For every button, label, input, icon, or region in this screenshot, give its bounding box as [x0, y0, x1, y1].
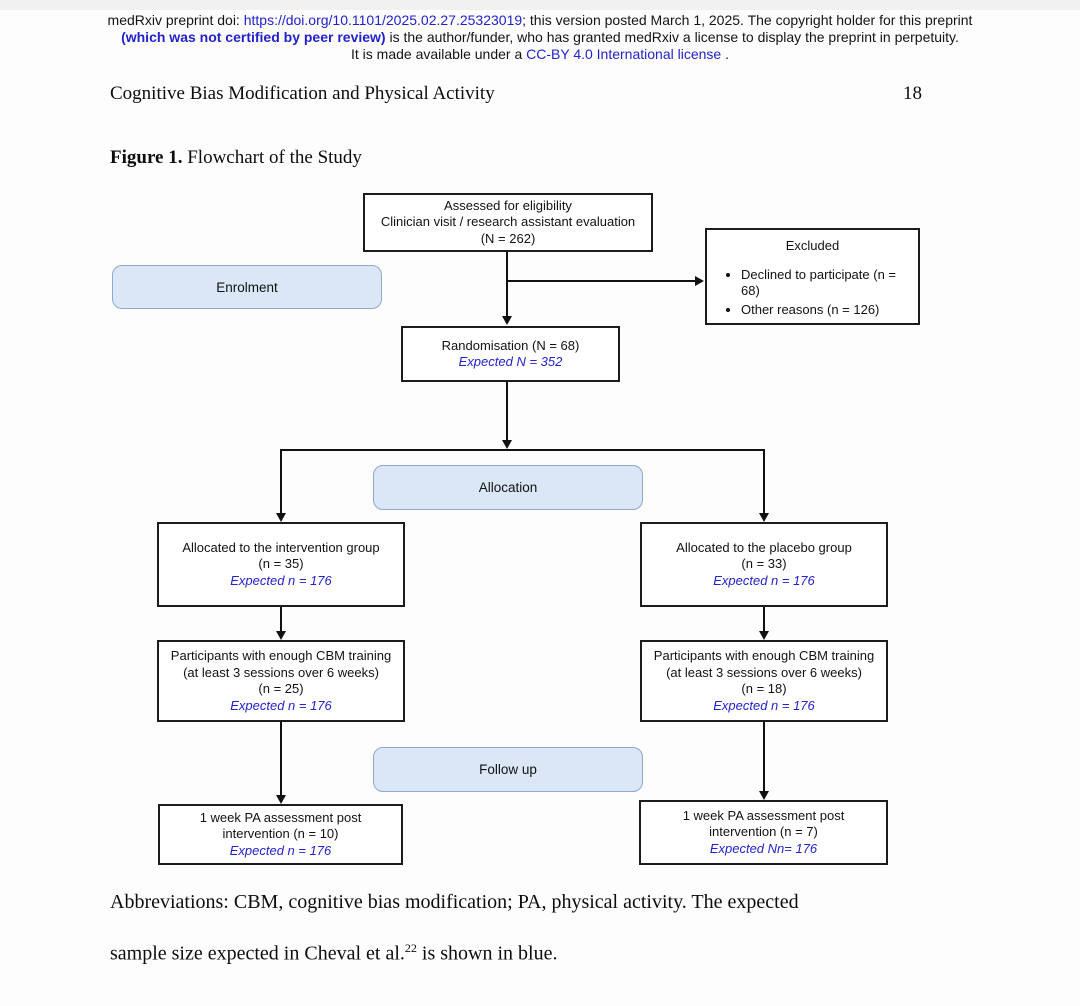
box-alloc-intervention: Allocated to the intervention group (n =…: [157, 522, 405, 607]
license-link[interactable]: CC-BY 4.0 International license: [526, 46, 722, 62]
cbm-intervention-line-3: (n = 25): [258, 681, 304, 696]
followup-intervention-expected: Expected n = 176: [229, 842, 332, 858]
connector-assessed-to-randomisation: [506, 252, 508, 317]
doi-link[interactable]: https://doi.org/10.1101/2025.02.27.25323…: [243, 12, 523, 28]
figure-caption: Figure 1. Flowchart of the Study: [110, 147, 362, 169]
followup-intervention-line-1: 1 week PA assessment post: [199, 809, 362, 825]
excluded-title: Excluded: [785, 238, 840, 253]
cbm-placebo-line-2: (at least 3 sessions over 6 weeks): [666, 664, 862, 680]
box-cbm-intervention: Participants with enough CBM training (a…: [157, 640, 405, 722]
running-head-title: Cognitive Bias Modification and Physical…: [110, 83, 495, 104]
box-cbm-placebo: Participants with enough CBM training (a…: [640, 640, 888, 722]
followup-placebo-expected: Expected Nn= 176: [709, 840, 818, 856]
running-head: Cognitive Bias Modification and Physical…: [110, 83, 922, 105]
page-number: 18: [903, 83, 922, 104]
alloc-intervention-line-2: (n = 35): [258, 556, 304, 572]
arrowhead-into-followup-intervention: [276, 795, 286, 804]
connector-junction-to-intervention: [280, 449, 282, 513]
arrowhead-into-followup-placebo: [759, 791, 769, 800]
banner-line1-suffix: ; this version posted March 1, 2025. The…: [522, 12, 973, 28]
top-strip: [0, 0, 1080, 10]
arrowhead-into-alloc-placebo: [759, 513, 769, 522]
stage-pill-allocation: Allocation: [373, 465, 643, 510]
alloc-placebo-expected: Expected n = 176: [713, 572, 815, 588]
box-excluded: Excluded Declined to participate (n = 68…: [705, 228, 920, 325]
stage-label-enrolment: Enrolment: [216, 279, 278, 295]
abbreviations-line-1: Abbreviations: CBM, cognitive bias modif…: [110, 891, 990, 914]
banner-line-2: (which was not certified by peer review)…: [0, 29, 1080, 46]
abbreviations-line2-prefix: sample size expected in Cheval et al.: [110, 942, 405, 965]
alloc-intervention-line-1: Allocated to the intervention group: [182, 539, 380, 555]
banner-line3-suffix: .: [721, 46, 729, 62]
arrowhead-into-cbm-placebo: [759, 631, 769, 640]
cbm-placebo-expected: Expected n = 176: [713, 697, 815, 713]
banner-line3-prefix: It is made available under a: [351, 46, 527, 62]
citation-superscript: 22: [404, 941, 417, 955]
connector-junction-to-placebo: [763, 449, 765, 513]
alloc-intervention-expected: Expected n = 176: [230, 572, 332, 588]
figure-caption-label: Figure 1.: [110, 147, 183, 168]
assessed-line-2: Clinician visit / research assistant eva…: [380, 214, 636, 230]
preprint-banner: medRxiv preprint doi: https://doi.org/10…: [0, 12, 1080, 63]
cbm-placebo-line-1: Participants with enough CBM training: [653, 648, 875, 663]
excluded-bullet-declined: Declined to participate (n = 68): [741, 267, 910, 300]
stage-label-followup: Follow up: [479, 762, 537, 777]
stage-pill-followup: Follow up: [373, 747, 643, 792]
banner-line-1: medRxiv preprint doi: https://doi.org/10…: [0, 12, 1080, 29]
assessed-line-3: (N = 262): [480, 230, 536, 246]
box-alloc-placebo: Allocated to the placebo group (n = 33) …: [640, 522, 888, 607]
connector-alloc-to-cbm-placebo: [763, 607, 765, 632]
randomisation-line-1: Randomisation (N = 68): [441, 337, 580, 353]
connector-alloc-to-cbm-intervention: [280, 607, 282, 632]
cbm-placebo-line-3: (n = 18): [741, 681, 787, 696]
box-assessed-eligibility: Assessed for eligibility Clinician visit…: [363, 193, 653, 252]
followup-placebo-line-1: 1 week PA assessment post: [682, 807, 845, 823]
banner-line-3: It is made available under a CC-BY 4.0 I…: [0, 46, 1080, 63]
randomisation-expected: Expected N = 352: [458, 354, 563, 369]
cbm-intervention-line-1: Participants with enough CBM training: [170, 648, 392, 663]
arrowhead-into-junction: [502, 440, 512, 449]
followup-placebo-line-2: intervention (n = 7): [709, 824, 818, 840]
followup-intervention-line-2: intervention (n = 10): [222, 826, 339, 842]
connector-cbm-to-followup-intervention: [280, 722, 282, 796]
alloc-placebo-line-2: (n = 33): [741, 556, 787, 572]
arrowhead-into-cbm-intervention: [276, 631, 286, 640]
connector-cbm-to-followup-placebo: [763, 722, 765, 792]
excluded-bullet-list: Declined to participate (n = 68) Other r…: [711, 267, 914, 321]
abbreviations-line-2: sample size expected in Cheval et al.22 …: [110, 941, 990, 966]
banner-line1-prefix: medRxiv preprint doi:: [107, 12, 244, 28]
abbreviations-text: Abbreviations: CBM, cognitive bias modif…: [110, 891, 799, 913]
stage-pill-enrolment: Enrolment: [112, 265, 382, 309]
stage-label-allocation: Allocation: [478, 480, 538, 495]
box-randomisation: Randomisation (N = 68) Expected N = 352: [401, 326, 620, 382]
figure-caption-text: Flowchart of the Study: [182, 147, 362, 168]
assessed-line-1: Assessed for eligibility: [444, 197, 572, 213]
connector-randomisation-to-junction: [506, 382, 508, 440]
peer-review-notice: (which was not certified by peer review): [121, 29, 386, 45]
alloc-placebo-line-1: Allocated to the placebo group: [676, 539, 852, 555]
cbm-intervention-expected: Expected n = 176: [230, 697, 332, 713]
arrowhead-into-alloc-intervention: [276, 513, 286, 522]
box-followup-intervention: 1 week PA assessment post intervention (…: [158, 804, 403, 865]
connector-to-excluded: [507, 280, 696, 282]
box-followup-placebo: 1 week PA assessment post intervention (…: [639, 800, 888, 865]
abbreviations-line2-suffix: is shown in blue.: [416, 942, 558, 965]
junction-line-allocation: [280, 449, 765, 451]
banner-line2-rest: is the author/funder, who has granted me…: [385, 29, 959, 45]
arrowhead-into-randomisation: [502, 316, 512, 325]
arrowhead-into-excluded: [695, 276, 704, 286]
excluded-bullet-other: Other reasons (n = 126): [741, 302, 910, 319]
cbm-intervention-line-2: (at least 3 sessions over 6 weeks): [183, 664, 379, 680]
